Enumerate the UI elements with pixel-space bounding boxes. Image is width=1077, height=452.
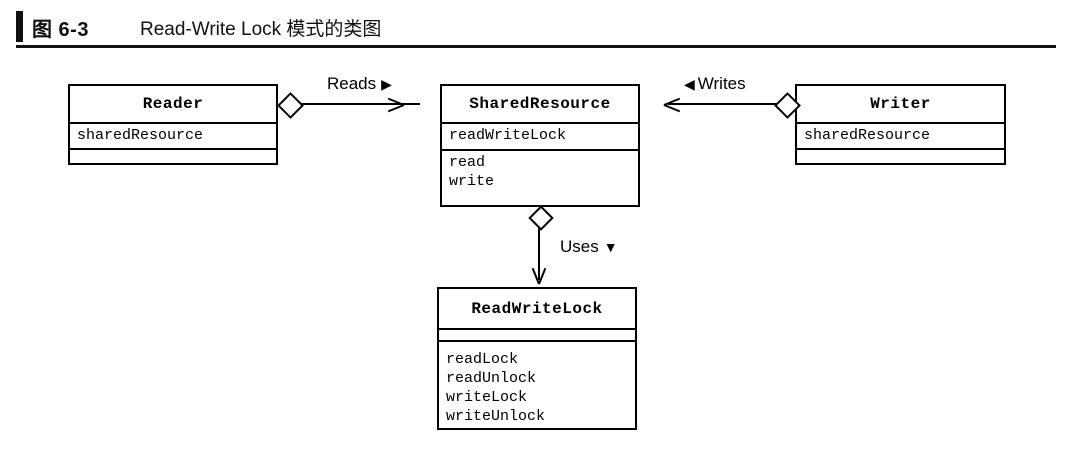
class-attributes-readwritelock xyxy=(439,330,635,342)
operation-writelock: writeLock xyxy=(446,389,528,406)
uses-label: Uses▼ xyxy=(560,237,618,257)
uses-label-text: Uses xyxy=(560,237,599,256)
class-operations-writer xyxy=(797,150,1004,161)
figure-title: Read-Write Lock 模式的类图 xyxy=(140,19,382,40)
class-attributes-reader: sharedResource xyxy=(70,124,276,150)
uses-direction-glyph: ▼ xyxy=(603,239,618,255)
reads-label: Reads▶ xyxy=(327,74,392,94)
writes-label-text: Writes xyxy=(697,74,746,93)
class-operations-sharedresource: read write xyxy=(442,151,638,205)
class-operations-readwritelock: readLock readUnlock writeLock writeUnlock xyxy=(439,342,635,428)
writes-label: ◀Writes xyxy=(684,74,746,94)
operation-writeunlock: writeUnlock xyxy=(446,408,546,425)
writes-direction-glyph: ◀ xyxy=(684,76,695,92)
class-box-sharedresource[interactable]: SharedResource readWriteLock read write xyxy=(440,84,640,207)
class-name-writer: Writer xyxy=(797,86,1004,124)
caption-divider xyxy=(16,45,1056,48)
class-name-sharedresource: SharedResource xyxy=(442,86,638,124)
class-box-reader[interactable]: Reader sharedResource xyxy=(68,84,278,165)
uses-association-line xyxy=(538,222,540,280)
reads-direction-glyph: ▶ xyxy=(381,76,392,92)
operation-readlock: readLock xyxy=(446,351,519,368)
class-name-readwritelock: ReadWriteLock xyxy=(439,289,635,330)
operation-readunlock: readUnlock xyxy=(446,370,537,387)
figure-number: 图 6-3 xyxy=(32,19,89,41)
class-name-reader: Reader xyxy=(70,86,276,124)
class-operations-reader xyxy=(70,150,276,161)
writes-association-line xyxy=(668,103,782,105)
reads-association-line xyxy=(300,103,420,105)
operation-read: read xyxy=(449,154,486,171)
class-box-writer[interactable]: Writer sharedResource xyxy=(795,84,1006,165)
reads-label-text: Reads xyxy=(327,74,377,93)
reads-aggregation-diamond xyxy=(277,92,304,119)
operation-write: write xyxy=(449,173,495,190)
class-box-readwritelock[interactable]: ReadWriteLock readLock readUnlock writeLoc… xyxy=(437,287,637,430)
uses-aggregation-diamond xyxy=(528,205,554,231)
class-attributes-writer: sharedResource xyxy=(797,124,1004,150)
caption-accent-bar xyxy=(16,11,23,42)
class-attributes-sharedresource: readWriteLock xyxy=(442,124,638,151)
